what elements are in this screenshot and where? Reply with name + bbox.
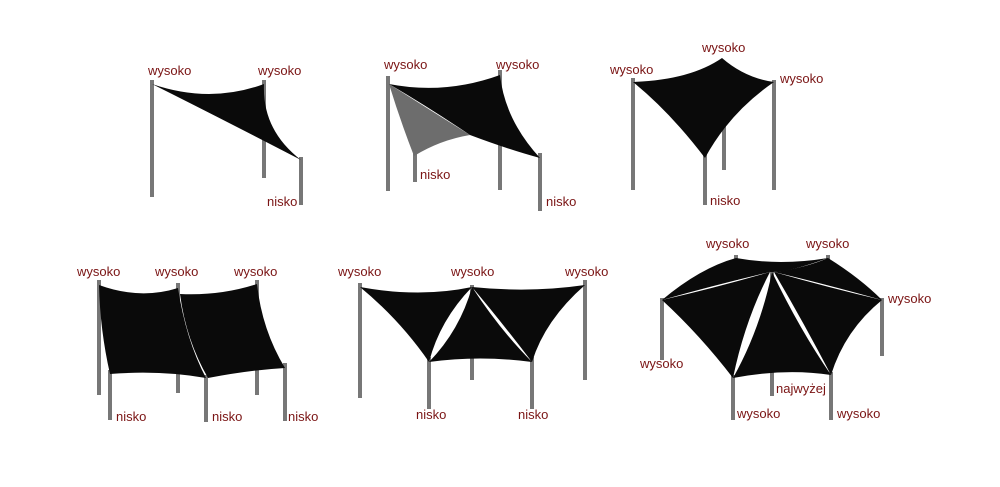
sail-left — [99, 285, 206, 378]
label-high: wysoko — [702, 40, 746, 55]
pole — [358, 283, 362, 398]
pole — [108, 370, 112, 420]
label-high: wysoko — [565, 264, 609, 279]
label-high: wysoko — [837, 406, 881, 421]
pole — [427, 357, 431, 409]
sail — [152, 84, 301, 160]
label-low: nisko — [267, 194, 298, 209]
sail-back-right — [774, 258, 882, 300]
label-high: wysoko — [888, 291, 932, 306]
sail-front-middle — [733, 272, 831, 378]
sail-front-left — [662, 272, 770, 378]
diagram-2-twisted-sail — [386, 70, 542, 211]
pole — [299, 157, 303, 205]
label-high: wysoko — [234, 264, 278, 279]
label-high: wysoko — [706, 236, 750, 251]
sail-underside — [389, 84, 470, 156]
label-low: nisko — [546, 194, 577, 209]
label-high: wysoko — [640, 356, 684, 371]
sail-front-right — [774, 272, 882, 375]
label-high: wysoko — [338, 264, 382, 279]
diagram-1-triangle-sail — [150, 80, 303, 205]
diagram-6-hexagon-sails — [660, 255, 884, 420]
label-high: wysoko — [806, 236, 850, 251]
pole — [413, 150, 417, 182]
pole — [530, 357, 534, 409]
pole — [660, 298, 664, 360]
label-high: wysoko — [384, 57, 428, 72]
pole — [583, 280, 587, 380]
label-low: nisko — [116, 409, 147, 424]
label-low: nisko — [518, 407, 549, 422]
sail — [389, 75, 540, 158]
label-high: wysoko — [496, 57, 540, 72]
pole — [150, 80, 154, 197]
pole — [880, 298, 884, 356]
label-high: wysoko — [77, 264, 121, 279]
pole — [204, 375, 208, 422]
label-high: wysoko — [148, 63, 192, 78]
diagram-4-double-square-sails — [97, 280, 287, 422]
label-low: nisko — [420, 167, 451, 182]
pole — [703, 150, 707, 205]
pole — [631, 78, 635, 190]
pole — [386, 76, 390, 191]
label-high: wysoko — [451, 264, 495, 279]
pole — [722, 118, 726, 170]
sail-right — [180, 284, 285, 378]
label-high: wysoko — [155, 264, 199, 279]
label-high: wysoko — [610, 62, 654, 77]
label-low: nisko — [288, 409, 319, 424]
diagram-5-double-triangle-sails — [358, 280, 587, 409]
label-low: nisko — [416, 407, 447, 422]
sail-middle — [429, 287, 532, 362]
label-low: nisko — [212, 409, 243, 424]
label-high: wysoko — [780, 71, 824, 86]
diagram-3-diamond-sail — [631, 58, 776, 205]
label-low: nisko — [710, 193, 741, 208]
pole — [731, 375, 735, 420]
sail-back-left — [662, 258, 770, 300]
pole — [538, 153, 542, 211]
sail-left — [360, 287, 472, 362]
pole — [829, 372, 833, 420]
label-high: wysoko — [737, 406, 781, 421]
pole — [772, 80, 776, 190]
label-highest: najwyżej — [776, 381, 826, 396]
pole — [283, 363, 287, 421]
pole — [97, 280, 101, 395]
sail-right — [472, 285, 585, 362]
sail — [633, 58, 774, 158]
label-high: wysoko — [258, 63, 302, 78]
